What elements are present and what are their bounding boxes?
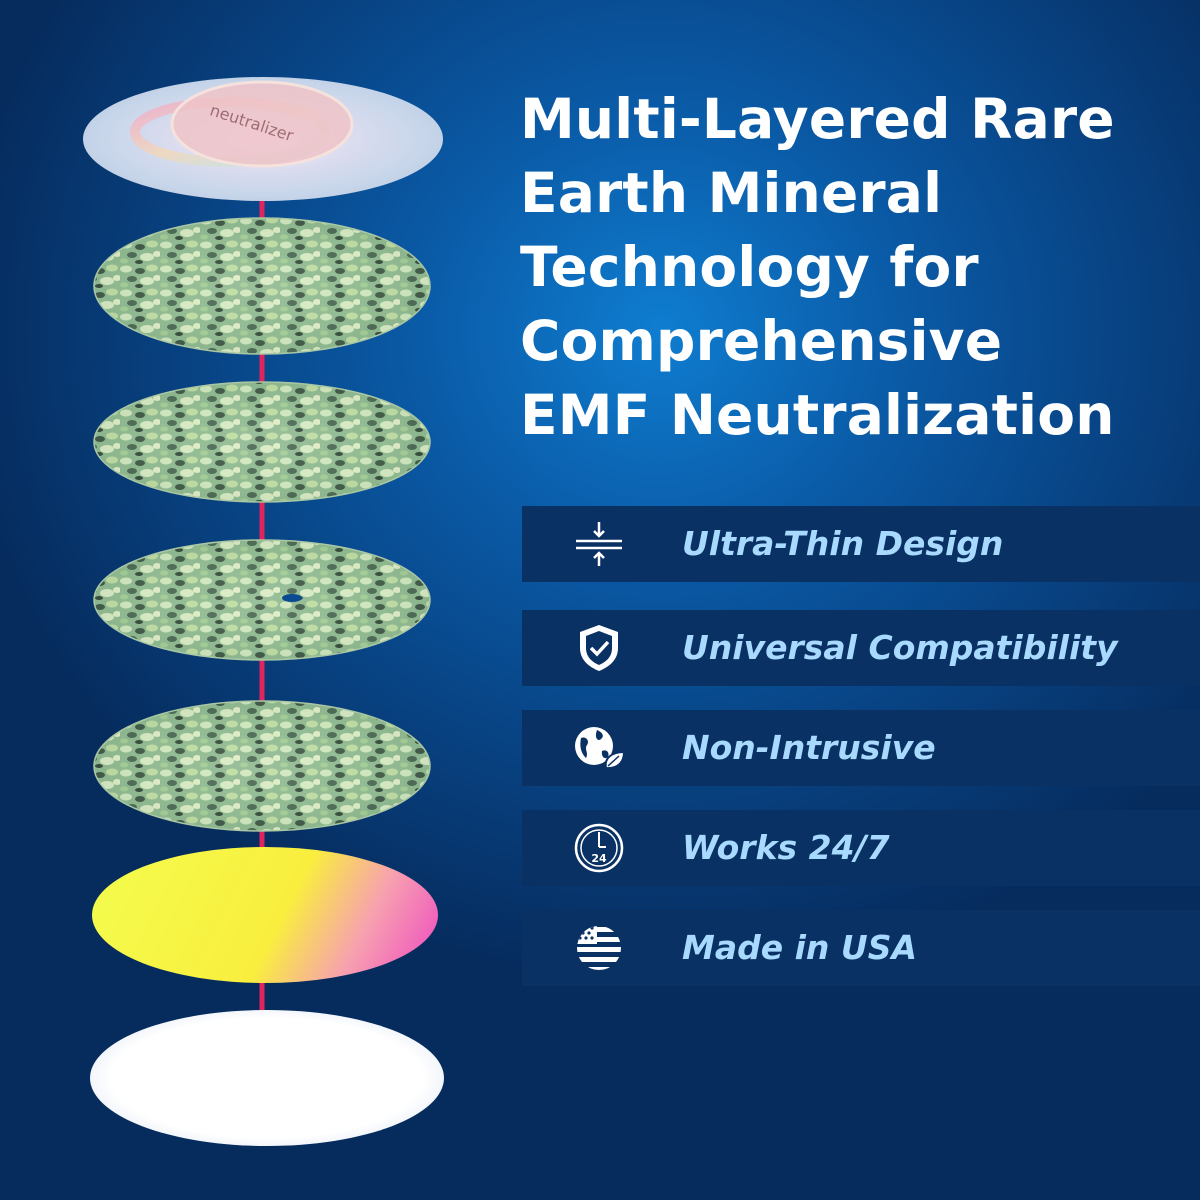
feature-ultra-thin: Ultra-Thin Design bbox=[522, 506, 1200, 582]
clock-24-icon: 24 bbox=[570, 823, 628, 873]
feature-label: Non-Intrusive bbox=[682, 728, 936, 767]
headline-line-4: Comprehensive bbox=[520, 309, 1003, 373]
feature-label: Ultra-Thin Design bbox=[682, 524, 1004, 563]
layer-stack-svg: neutralizer bbox=[83, 77, 444, 1146]
svg-text:24: 24 bbox=[591, 852, 607, 865]
earth-leaf-icon bbox=[570, 724, 628, 772]
headline-line-5: EMF Neutralization bbox=[520, 383, 1115, 447]
mineral-disc-4 bbox=[93, 700, 431, 832]
compress-arrows-icon bbox=[570, 520, 628, 568]
feature-label: Universal Compatibility bbox=[682, 628, 1118, 667]
mineral-disc-2 bbox=[93, 381, 431, 503]
mineral-disc-3 bbox=[93, 539, 431, 661]
feature-label: Made in USA bbox=[682, 928, 917, 967]
adhesive-disc bbox=[92, 847, 438, 983]
layer-stack-illustration: neutralizer bbox=[0, 0, 500, 1200]
holographic-disc: neutralizer bbox=[83, 77, 443, 201]
us-flag-globe-icon bbox=[570, 924, 628, 972]
feature-works-247: 24 Works 24/7 bbox=[522, 810, 1200, 886]
feature-compatibility: Universal Compatibility bbox=[522, 610, 1200, 686]
feature-made-in-usa: Made in USA bbox=[522, 910, 1200, 986]
headline-line-1: Multi-Layered Rare bbox=[520, 87, 1115, 151]
feature-non-intrusive: Non-Intrusive bbox=[522, 710, 1200, 786]
mineral-disc-1 bbox=[93, 217, 431, 355]
headline-line-3: Technology for bbox=[520, 235, 979, 299]
shield-check-icon bbox=[570, 624, 628, 672]
headline-line-2: Earth Mineral bbox=[520, 161, 943, 225]
backing-disc bbox=[90, 1010, 444, 1146]
headline: Multi-Layered Rare Earth Mineral Technol… bbox=[520, 82, 1180, 452]
feature-label: Works 24/7 bbox=[682, 828, 890, 867]
